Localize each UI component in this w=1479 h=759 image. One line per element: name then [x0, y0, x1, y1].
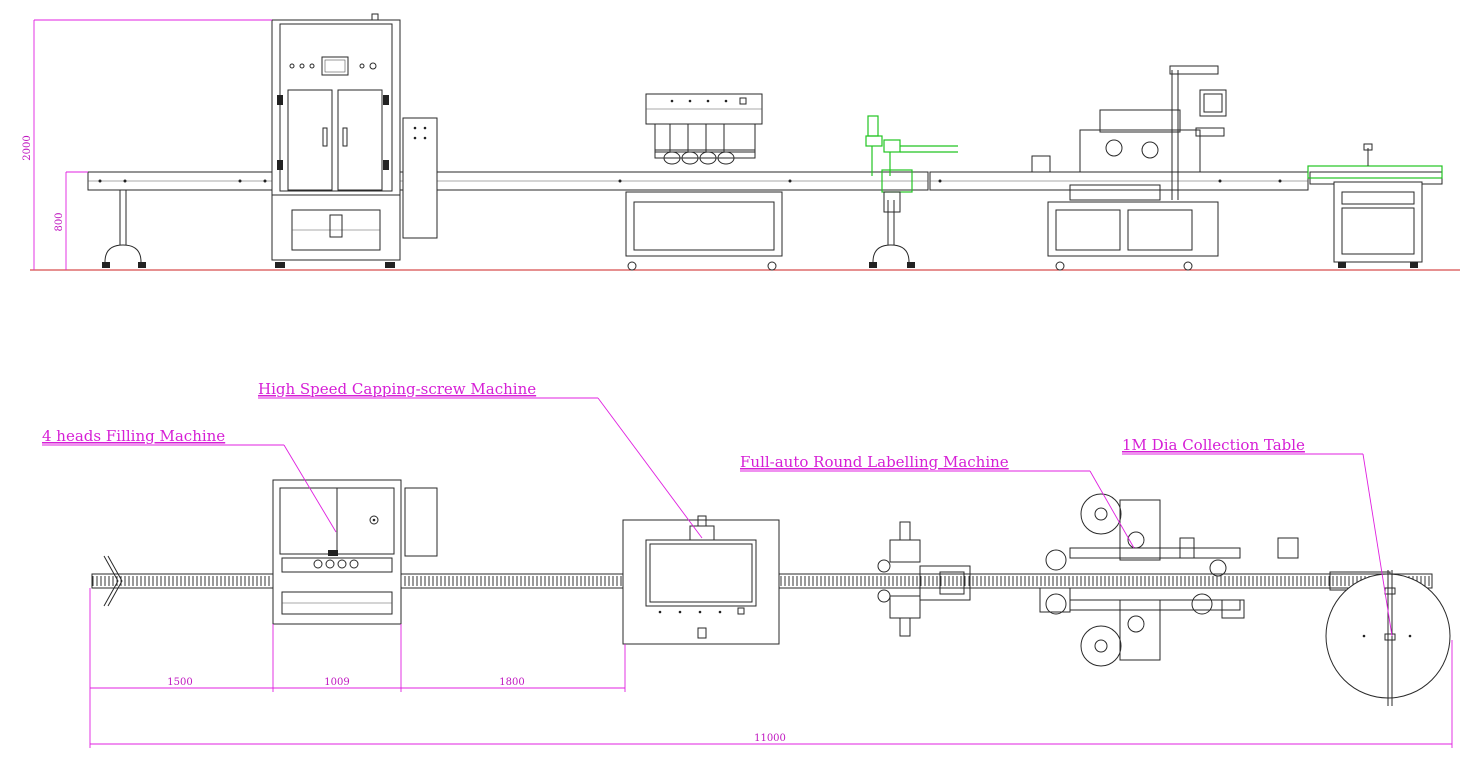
elevation-height-dimensions: [33, 19, 272, 270]
plan-collection-table: [1277, 537, 1451, 706]
height-conveyor-label: 800: [54, 212, 65, 231]
height-total-label: 2000: [22, 135, 33, 160]
callout-filling-machine: 4 heads Filling Machine: [42, 427, 225, 445]
elevation-labelling-machine: [1031, 65, 1227, 271]
plan-labelling-machine: [1039, 493, 1245, 667]
dim-seg1-label: 1500: [167, 677, 192, 688]
dim-seg2-label: 1009: [324, 677, 349, 688]
plan-filling-machine: [272, 479, 438, 625]
plan-capping-machine: [622, 515, 780, 645]
plan-feed-unit: [877, 521, 971, 637]
callout-collection-table: 1M Dia Collection Table: [1122, 436, 1305, 454]
elevation-view: 2000 800: [22, 13, 1460, 271]
plan-view: 1500 1009 1800 11000 4 heads Filling Mac…: [42, 380, 1453, 748]
callout-labelling-machine: Full-auto Round Labelling Machine: [740, 453, 1009, 471]
dim-total-label: 11000: [754, 733, 786, 744]
elevation-green-unit: [865, 115, 958, 213]
dim-seg3-label: 1800: [499, 677, 524, 688]
plan-dimension-lines: [89, 588, 1453, 748]
elevation-collection-table: [1307, 143, 1443, 268]
callout-leaders: [42, 397, 1393, 637]
elevation-filling-machine: [271, 13, 438, 268]
callout-capping-machine: High Speed Capping-screw Machine: [258, 380, 536, 398]
elevation-capping-machine: [625, 93, 783, 271]
